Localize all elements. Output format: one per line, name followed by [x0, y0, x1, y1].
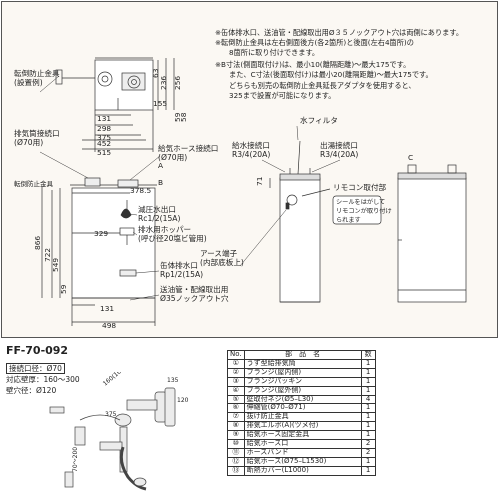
note-line-4: ※B寸法(側面取付け)は、最小10(離隔距離)～最大175です。: [215, 60, 411, 69]
dim-top-59: 59: [173, 112, 182, 122]
dim-front-549: 549: [51, 258, 60, 272]
part-name: うず型給排気筒: [243, 358, 362, 369]
dim-top-63: 63: [151, 68, 160, 78]
label-earth: アース端子(内部底板上): [200, 248, 244, 267]
note-line-5: また、C寸法(後面取付け)は最小20(離隔距離)～最大175です。: [229, 70, 433, 79]
part-qty: 1: [360, 367, 376, 378]
dim-letter-b: B: [158, 178, 163, 187]
part-name: 給気ホース(Ø75–L1530): [243, 456, 362, 467]
dim-top-375: 375: [97, 133, 111, 142]
dim-top-131: 131: [97, 114, 111, 123]
dim-top-236: 236: [159, 76, 168, 90]
dim-top-298: 298: [97, 124, 111, 133]
part-number: ⑬: [227, 465, 245, 476]
part-qty: 1: [360, 465, 376, 476]
kit-model: FF-70-092: [6, 344, 69, 357]
label-tip-guard-front: 転倒防止金具: [14, 179, 54, 188]
label-remote: リモコン取付部: [333, 182, 387, 192]
part-name: 断熱カバー(L1000): [243, 465, 362, 476]
dim-front-866: 866: [33, 236, 42, 250]
part-qty: 1: [360, 376, 376, 387]
spec-diameter: 接続口径：Ø70: [6, 363, 65, 374]
kit-illustration: 160(160～300) 135 120 375 70～200: [49, 372, 189, 491]
remote-note-line: シールをはがしてリモコンが取り付けられます: [336, 198, 392, 224]
dim-front-722: 722: [43, 248, 52, 262]
kit-specs: 接続口径：Ø70 対応壁厚：160～300 壁穴径：Ø120: [6, 363, 80, 396]
kit-dim-375: 375: [105, 411, 117, 418]
part-qty: 1: [360, 385, 376, 396]
note-line-3: 8箇所に取り付けできます。: [229, 48, 320, 57]
dim-front-378: 378.5: [130, 186, 151, 195]
kit-dim-70-200: 70～200: [72, 447, 79, 472]
spec-wall: 対応壁厚：160～300: [6, 375, 80, 384]
hopper-line: 排水用ホッパー(呼び径20塩ビ管用): [138, 224, 207, 243]
label-hopper: 排水用ホッパー(呼び径20塩ビ管用): [138, 224, 207, 243]
technical-drawing: 131 298 375 452 515 63 236 256 59 155 58…: [14, 57, 467, 330]
part-number: ③: [227, 376, 245, 387]
dim-top-256: 256: [173, 76, 182, 90]
tip-guard-line: 転倒防止金具(設置例): [14, 68, 60, 87]
note-line-7: 325まで設置が可能になります。: [229, 91, 336, 100]
dim-top-515: 515: [97, 148, 111, 157]
intake-hose-line: 給気ホース接続口(Ø70用): [158, 143, 218, 162]
part-number: ①: [227, 358, 245, 369]
part-number: ⑫: [227, 456, 245, 467]
label-remote-note: シールをはがしてリモコンが取り付けられます: [336, 198, 392, 224]
part-number: ②: [227, 367, 245, 378]
part-qty: 1: [360, 456, 376, 467]
spec-hole: 壁穴径：Ø120: [6, 386, 57, 395]
dim-top-452: 452: [97, 139, 111, 148]
dim-front-329: 329: [94, 229, 108, 238]
dim-letter-c: C: [408, 153, 413, 162]
part-qty: 1: [360, 358, 376, 369]
label-intake-hose: 給気ホース接続口(Ø70用): [158, 143, 218, 162]
dim-side-71: 71: [255, 176, 264, 186]
dim-front-498: 498: [102, 321, 116, 330]
part-name: フランジ(屋外側): [243, 385, 362, 396]
label-exhaust: 排気筒接続口(Ø70用): [14, 128, 60, 147]
kit-dim-135: 135: [167, 377, 179, 384]
exhaust-line: 排気筒接続口(Ø70用): [14, 128, 60, 147]
part-number: ④: [227, 385, 245, 396]
part-name: フランジ(屋内側): [243, 367, 362, 378]
label-water-filter: 水フィルタ: [300, 115, 338, 125]
note-line-6: どちらも別売の転倒防止金具延長アダプタを使用すると、: [229, 81, 416, 90]
label-tip-guard: 転倒防止金具(設置例): [14, 68, 60, 87]
dim-front-59: 59: [59, 284, 68, 294]
kit-dim-160: 160(160～300): [102, 372, 141, 388]
dim-front-131: 131: [100, 304, 114, 313]
part-name: フランジパッキン: [243, 376, 362, 387]
note-line-2: ※転倒防止金具は左右側面後方(各2箇所)と後面(左右4箇所)の: [215, 38, 414, 47]
dim-letter-a: A: [158, 161, 163, 170]
note-line-1: ※缶体排水口、送油管・配線取出用Ø３５ノックアウト穴は両側にあります。: [215, 28, 464, 37]
dim-top-155: 155: [153, 99, 167, 108]
kit-dim-120: 120: [177, 397, 189, 404]
dim-top-58: 58: [179, 112, 188, 122]
earth-line: アース端子(内部底板上): [200, 248, 244, 267]
